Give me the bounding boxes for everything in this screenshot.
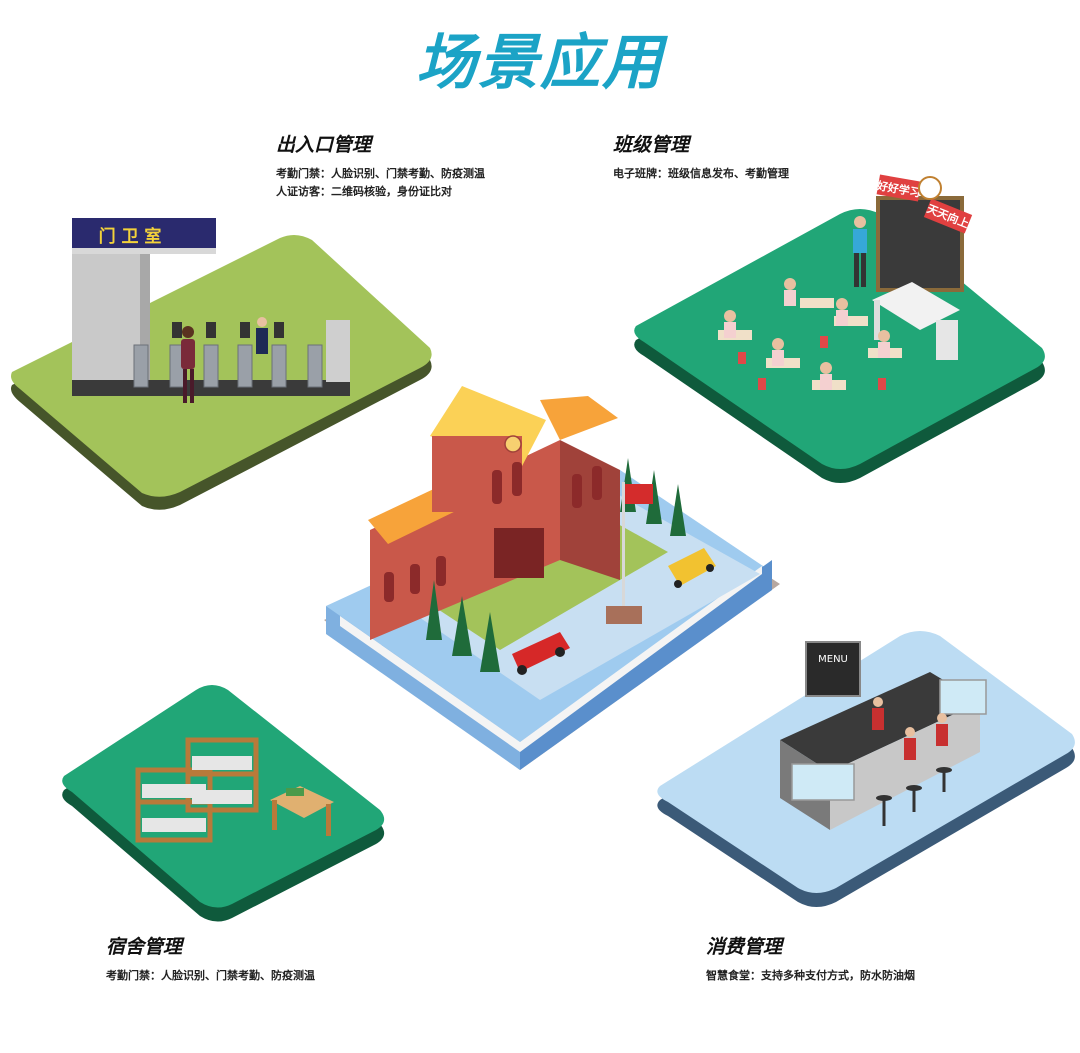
entrance-line-2: 人证访客：二维码核验，身份证比对 xyxy=(276,185,452,198)
entrance-block: 出入口管理 考勤门禁：人脸识别、门禁考勤、防疫测温 人证访客：二维码核验，身份证… xyxy=(276,130,485,201)
visitor-figure xyxy=(181,326,195,403)
clock-icon xyxy=(918,176,942,200)
menu-board-label: MENU xyxy=(818,654,848,665)
guard-figure xyxy=(256,317,268,354)
page-title: 场景应用 xyxy=(416,28,664,98)
classroom-line-1: 电子班牌：班级信息发布、考勤管理 xyxy=(613,167,789,180)
canteen-line-1: 智慧食堂：支持多种支付方式，防水防油烟 xyxy=(706,969,915,982)
canteen-title: 消费管理 xyxy=(706,936,783,958)
entrance-line-1: 考勤门禁：人脸识别、门禁考勤、防疫测温 xyxy=(276,167,485,180)
classroom-block: 班级管理 电子班牌：班级信息发布、考勤管理 xyxy=(613,130,789,183)
dormitory-platform xyxy=(62,685,385,922)
entrance-title: 出入口管理 xyxy=(276,134,372,156)
dormitory-block: 宿舍管理 考勤门禁：人脸识别、门禁考勤、防疫测温 xyxy=(106,932,315,985)
clock-icon-building xyxy=(504,435,522,453)
central-school xyxy=(324,386,780,770)
classroom-title: 班级管理 xyxy=(613,134,690,156)
dormitory-title: 宿舍管理 xyxy=(106,936,183,958)
gate-sign: 门 卫 室 xyxy=(99,226,162,247)
dormitory-line-1: 考勤门禁：人脸识别、门禁考勤、防疫测温 xyxy=(106,969,315,982)
school-bus xyxy=(668,548,716,588)
red-car xyxy=(512,632,570,675)
entrance-platform: 门 卫 室 xyxy=(11,218,432,510)
canteen-platform: MENU xyxy=(657,631,1075,907)
classroom-platform: 好好学习 天天向上 xyxy=(634,174,1045,483)
canteen-block: 消费管理 智慧食堂：支持多种支付方式，防水防油烟 xyxy=(706,932,915,985)
flag xyxy=(625,484,653,504)
